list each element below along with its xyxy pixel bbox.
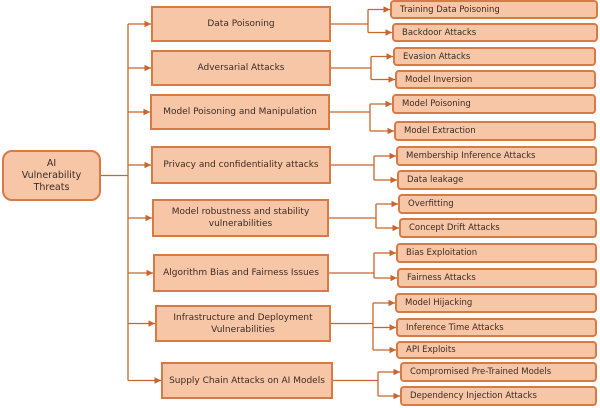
leaf-label: Evasion Attacks (403, 51, 471, 62)
leaf-model-poisoning: Model Poisoning (392, 94, 596, 114)
root-node: AI Vulnerability Threats (2, 150, 101, 201)
leaf-api-exploits: API Exploits (396, 341, 597, 359)
category-infrastructure-deployment: Infrastructure and Deployment Vulnerabil… (155, 305, 331, 342)
category-adversarial-attacks: Adversarial Attacks (151, 50, 331, 86)
leaf-fairness-attacks: Fairness Attacks (397, 268, 597, 288)
category-label: Infrastructure and Deployment Vulnerabil… (173, 312, 313, 335)
category-label: Model Poisoning and Manipulation (163, 107, 317, 117)
category-label: Data Poisoning (207, 19, 275, 29)
leaf-label: Compromised Pre-Trained Models (410, 367, 552, 377)
leaf-label: Membership Inference Attacks (406, 151, 536, 161)
leaf-label: Backdoor Attacks (402, 27, 477, 38)
leaf-dependency-injection: Dependency Injection Attacks (400, 386, 597, 406)
leaf-label: Training Data Poisoning (400, 4, 500, 15)
leaf-data-leakage: Data leakage (397, 170, 597, 190)
leaf-label: Model Poisoning (402, 99, 471, 109)
leaf-concept-drift: Concept Drift Attacks (399, 218, 597, 238)
category-label: Model robustness and stability vulnerabi… (171, 207, 310, 229)
leaf-label: API Exploits (406, 345, 456, 355)
leaf-overfitting: Overfitting (398, 194, 597, 214)
leaf-backdoor-attacks: Backdoor Attacks (392, 23, 598, 42)
leaf-inference-time-attacks: Inference Time Attacks (396, 318, 597, 337)
leaf-label: Overfitting (408, 199, 454, 209)
leaf-model-extraction: Model Extraction (394, 121, 596, 141)
leaf-label: Model Extraction (404, 126, 476, 136)
category-data-poisoning: Data Poisoning (151, 6, 331, 42)
leaf-membership-inference: Membership Inference Attacks (396, 146, 597, 166)
leaf-label: Data leakage (407, 175, 464, 185)
category-supply-chain: Supply Chain Attacks on AI Models (161, 362, 333, 399)
leaf-training-data-poisoning: Training Data Poisoning (390, 0, 598, 19)
leaf-label: Dependency Injection Attacks (410, 391, 537, 401)
leaf-label: Concept Drift Attacks (409, 223, 500, 233)
category-label: Algorithm Bias and Fairness Issues (163, 268, 319, 278)
category-model-poisoning-manipulation: Model Poisoning and Manipulation (150, 94, 330, 130)
category-privacy-attacks: Privacy and confidentiality attacks (151, 146, 331, 184)
category-algorithm-bias: Algorithm Bias and Fairness Issues (153, 254, 329, 292)
leaf-evasion-attacks: Evasion Attacks (393, 47, 596, 66)
leaf-label: Model Inversion (405, 74, 473, 85)
leaf-compromised-pretrained-models: Compromised Pre-Trained Models (400, 362, 597, 382)
category-label: Supply Chain Attacks on AI Models (169, 375, 325, 386)
root-label: AI Vulnerability Threats (21, 157, 82, 193)
category-label: Privacy and confidentiality attacks (163, 160, 319, 170)
leaf-label: Fairness Attacks (407, 273, 476, 283)
leaf-label: Bias Exploitation (406, 248, 478, 258)
leaf-label: Model Hijacking (405, 298, 473, 308)
leaf-model-hijacking: Model Hijacking (395, 293, 597, 313)
category-label: Adversarial Attacks (197, 63, 285, 73)
leaf-model-inversion: Model Inversion (395, 70, 596, 89)
leaf-bias-exploitation: Bias Exploitation (396, 243, 597, 263)
leaf-label: Inference Time Attacks (406, 322, 504, 333)
category-model-robustness: Model robustness and stability vulnerabi… (152, 199, 329, 237)
